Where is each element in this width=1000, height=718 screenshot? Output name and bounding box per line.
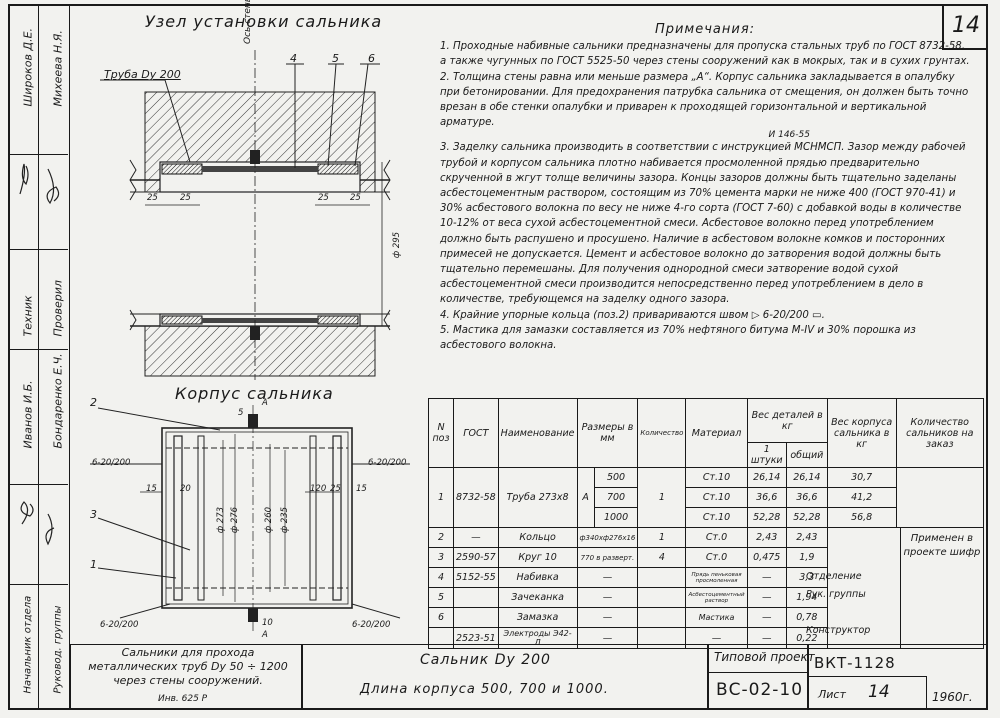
- gland-installation-drawing: [100, 50, 391, 380]
- table-row: 1000 Ст.10 52,28 52,28 56,8: [429, 507, 984, 528]
- table-row: 2523-51 Электроды Э42-Л — — — 0,22: [428, 627, 984, 649]
- note-5: 5. Мастика для замазки составляется из 7…: [440, 324, 916, 352]
- callout-2: 2: [90, 396, 97, 409]
- note-4: 4. Крайние упорные кольца (поз.2) привар…: [440, 309, 825, 321]
- title-inv: Инв. 625 Р: [158, 694, 208, 704]
- dim-d235: ф 235: [280, 506, 291, 534]
- dim-10: 10: [262, 618, 273, 628]
- dim-d295: ф 295: [392, 231, 403, 259]
- dim-25-c: 25: [318, 193, 329, 203]
- weld-left-bottom: 6-20/200: [100, 620, 139, 630]
- title-block-desc: [70, 644, 302, 710]
- applied-in: Применен в проекте шифр: [899, 528, 983, 648]
- table-row: 700 Ст.10 36,6 36,6 41,2: [429, 487, 984, 508]
- dim-25-d: 25: [350, 193, 361, 203]
- dim-25-right: 25: [330, 484, 341, 494]
- callout-6: 6: [368, 52, 375, 65]
- weld-left-top: 6-20/200: [92, 458, 131, 468]
- role-group-head: Рук. группы: [806, 589, 866, 600]
- table-row: 1 8732-58 Труба 273х8 А 500 1 Ст.10 26,1…: [428, 467, 985, 528]
- dim-25-a: 25: [147, 193, 158, 203]
- signatures-graphic: [19, 163, 60, 546]
- notes-heading: Примечания:: [654, 22, 756, 37]
- dim-d273: ф 273: [216, 506, 227, 534]
- role-department: Отделение: [806, 571, 862, 582]
- sheet-number-box: 14: [942, 4, 988, 50]
- title-album: ВКТ-1128: [814, 654, 896, 672]
- role-designer: Конструктор: [806, 625, 871, 636]
- dim-25-b: 25: [180, 193, 191, 203]
- note-1: 1. Проходные набивные сальники предназна…: [440, 41, 970, 68]
- gland-body-drawing: [90, 405, 410, 632]
- title-type: Типовой проект: [714, 650, 815, 664]
- weld-right-top: 6-20/200: [368, 458, 407, 468]
- callout-3: 3: [90, 508, 97, 521]
- dim-d260: ф 260: [264, 506, 275, 534]
- callout-5: 5: [332, 52, 339, 65]
- wall-axis-label: Ось стены: [243, 0, 253, 44]
- weld-right-bottom: 6-20/200: [352, 620, 391, 630]
- dim-120: 120: [310, 484, 327, 494]
- title-sheet-label: Лист: [818, 688, 846, 701]
- title-sheet-no: 14: [868, 682, 890, 702]
- table-header-row: N поз ГОСТ Наименование Размеры в мм Кол…: [428, 398, 985, 468]
- dim-a-top: А: [262, 398, 268, 408]
- title-name: Сальник Dy 200: [420, 652, 551, 668]
- title-year: 1960г.: [932, 690, 973, 704]
- title-block-name: [302, 644, 708, 710]
- callout-1: 1: [90, 558, 97, 571]
- title-block-album: [808, 644, 988, 710]
- dim-15-right: 15: [356, 484, 367, 494]
- dim-a-bottom: А: [262, 630, 268, 640]
- pipe-label: Труба Dy 200: [104, 68, 181, 81]
- dim-d276: ф 276: [230, 506, 241, 534]
- dim-15-left: 15: [146, 484, 157, 494]
- title-block-type: [708, 644, 808, 710]
- callout-4: 4: [290, 52, 297, 65]
- specification-table: N поз ГОСТ Наименование Размеры в мм Кол…: [428, 398, 985, 649]
- drawing1-title: Узел установки сальника: [145, 12, 383, 31]
- table-row: 2 — Кольцо ф340хф276х16 1 Ст.0 2,43 2,43…: [428, 527, 985, 649]
- dim-5: 5: [238, 408, 244, 418]
- note-2: 2. Толщина стены равна или меньше размер…: [440, 71, 969, 129]
- left-strip: [8, 4, 70, 710]
- table-row: 4 5152-55 Набивка — Прядь пеньковая прос…: [428, 567, 984, 588]
- dim-20: 20: [180, 484, 191, 494]
- notes-block: Примечания: 1. Проходные набивные сальни…: [440, 22, 970, 353]
- note-3: 3. Заделку сальника производить в соотве…: [440, 142, 966, 306]
- title-code: ВС-02-10: [716, 680, 804, 700]
- title-length: Длина корпуса 500, 700 и 1000.: [360, 682, 609, 697]
- title-desc: Сальники для прохода металлических труб …: [88, 646, 288, 687]
- drawing2-title: Корпус сальника: [175, 384, 334, 403]
- note-ref: И 146-55: [768, 130, 810, 141]
